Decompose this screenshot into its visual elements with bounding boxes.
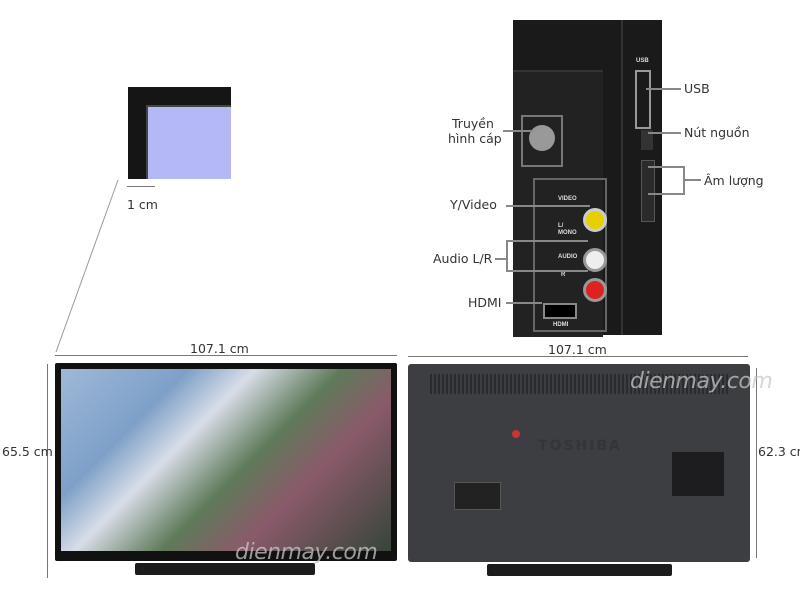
back-height-label: 62.3 cm: [758, 444, 800, 459]
back-stand: [487, 564, 672, 576]
panel-text-video: VIDEO: [558, 196, 577, 202]
rating-label: [454, 482, 501, 510]
hdmi-label: HDMI: [468, 295, 502, 310]
audio-label: Audio L/R: [433, 251, 493, 266]
corner-screen: [146, 105, 231, 179]
usb-port: [635, 70, 651, 129]
warning-sticker: [512, 430, 520, 438]
power-button-label: Nút nguồn: [684, 125, 750, 140]
panel-text-usb: USB: [636, 58, 649, 64]
video-label: Y/Video: [450, 197, 497, 212]
panel-text-r: R: [561, 272, 566, 278]
bezel-width-label: 1 cm: [127, 197, 158, 212]
front-height-label: 65.5 cm: [2, 444, 53, 459]
hdmi-port: [543, 303, 577, 319]
front-width-label: 107.1 cm: [190, 341, 249, 356]
brand-logo: TOSHIBA: [538, 438, 622, 454]
video-port: [583, 208, 607, 232]
front-tv: [55, 363, 397, 561]
front-screen-image: [61, 369, 391, 551]
audio-left-port: [583, 248, 607, 272]
panel-text-l-mono: L/ MONO: [558, 223, 577, 236]
panel-text-audio: AUDIO: [558, 254, 578, 260]
panel-text-hdmi: HDMI: [553, 322, 569, 328]
volume-label: Âm lượng: [704, 173, 764, 188]
bezel-dimension-arrow: [127, 186, 155, 187]
front-watermark: dienmay.com: [235, 540, 378, 565]
volume-buttons: [641, 160, 655, 222]
back-tv: TOSHIBA: [408, 364, 750, 562]
antenna-label-line1: Truyền: [452, 116, 494, 131]
front-stand: [135, 563, 315, 575]
antenna-label-line2: hình cáp: [448, 131, 502, 146]
power-button: [641, 130, 653, 150]
back-watermark: dienmay.com: [630, 369, 773, 394]
back-width-label: 107.1 cm: [548, 342, 607, 357]
ports-panel-photo: VIDEO L/ MONO AUDIO R HDMI USB: [513, 20, 662, 337]
audio-right-port: [583, 278, 607, 302]
corner-detail: [128, 87, 231, 179]
usb-label: USB: [684, 81, 710, 96]
rear-port-panel: [672, 452, 724, 496]
antenna-port: [521, 115, 563, 167]
